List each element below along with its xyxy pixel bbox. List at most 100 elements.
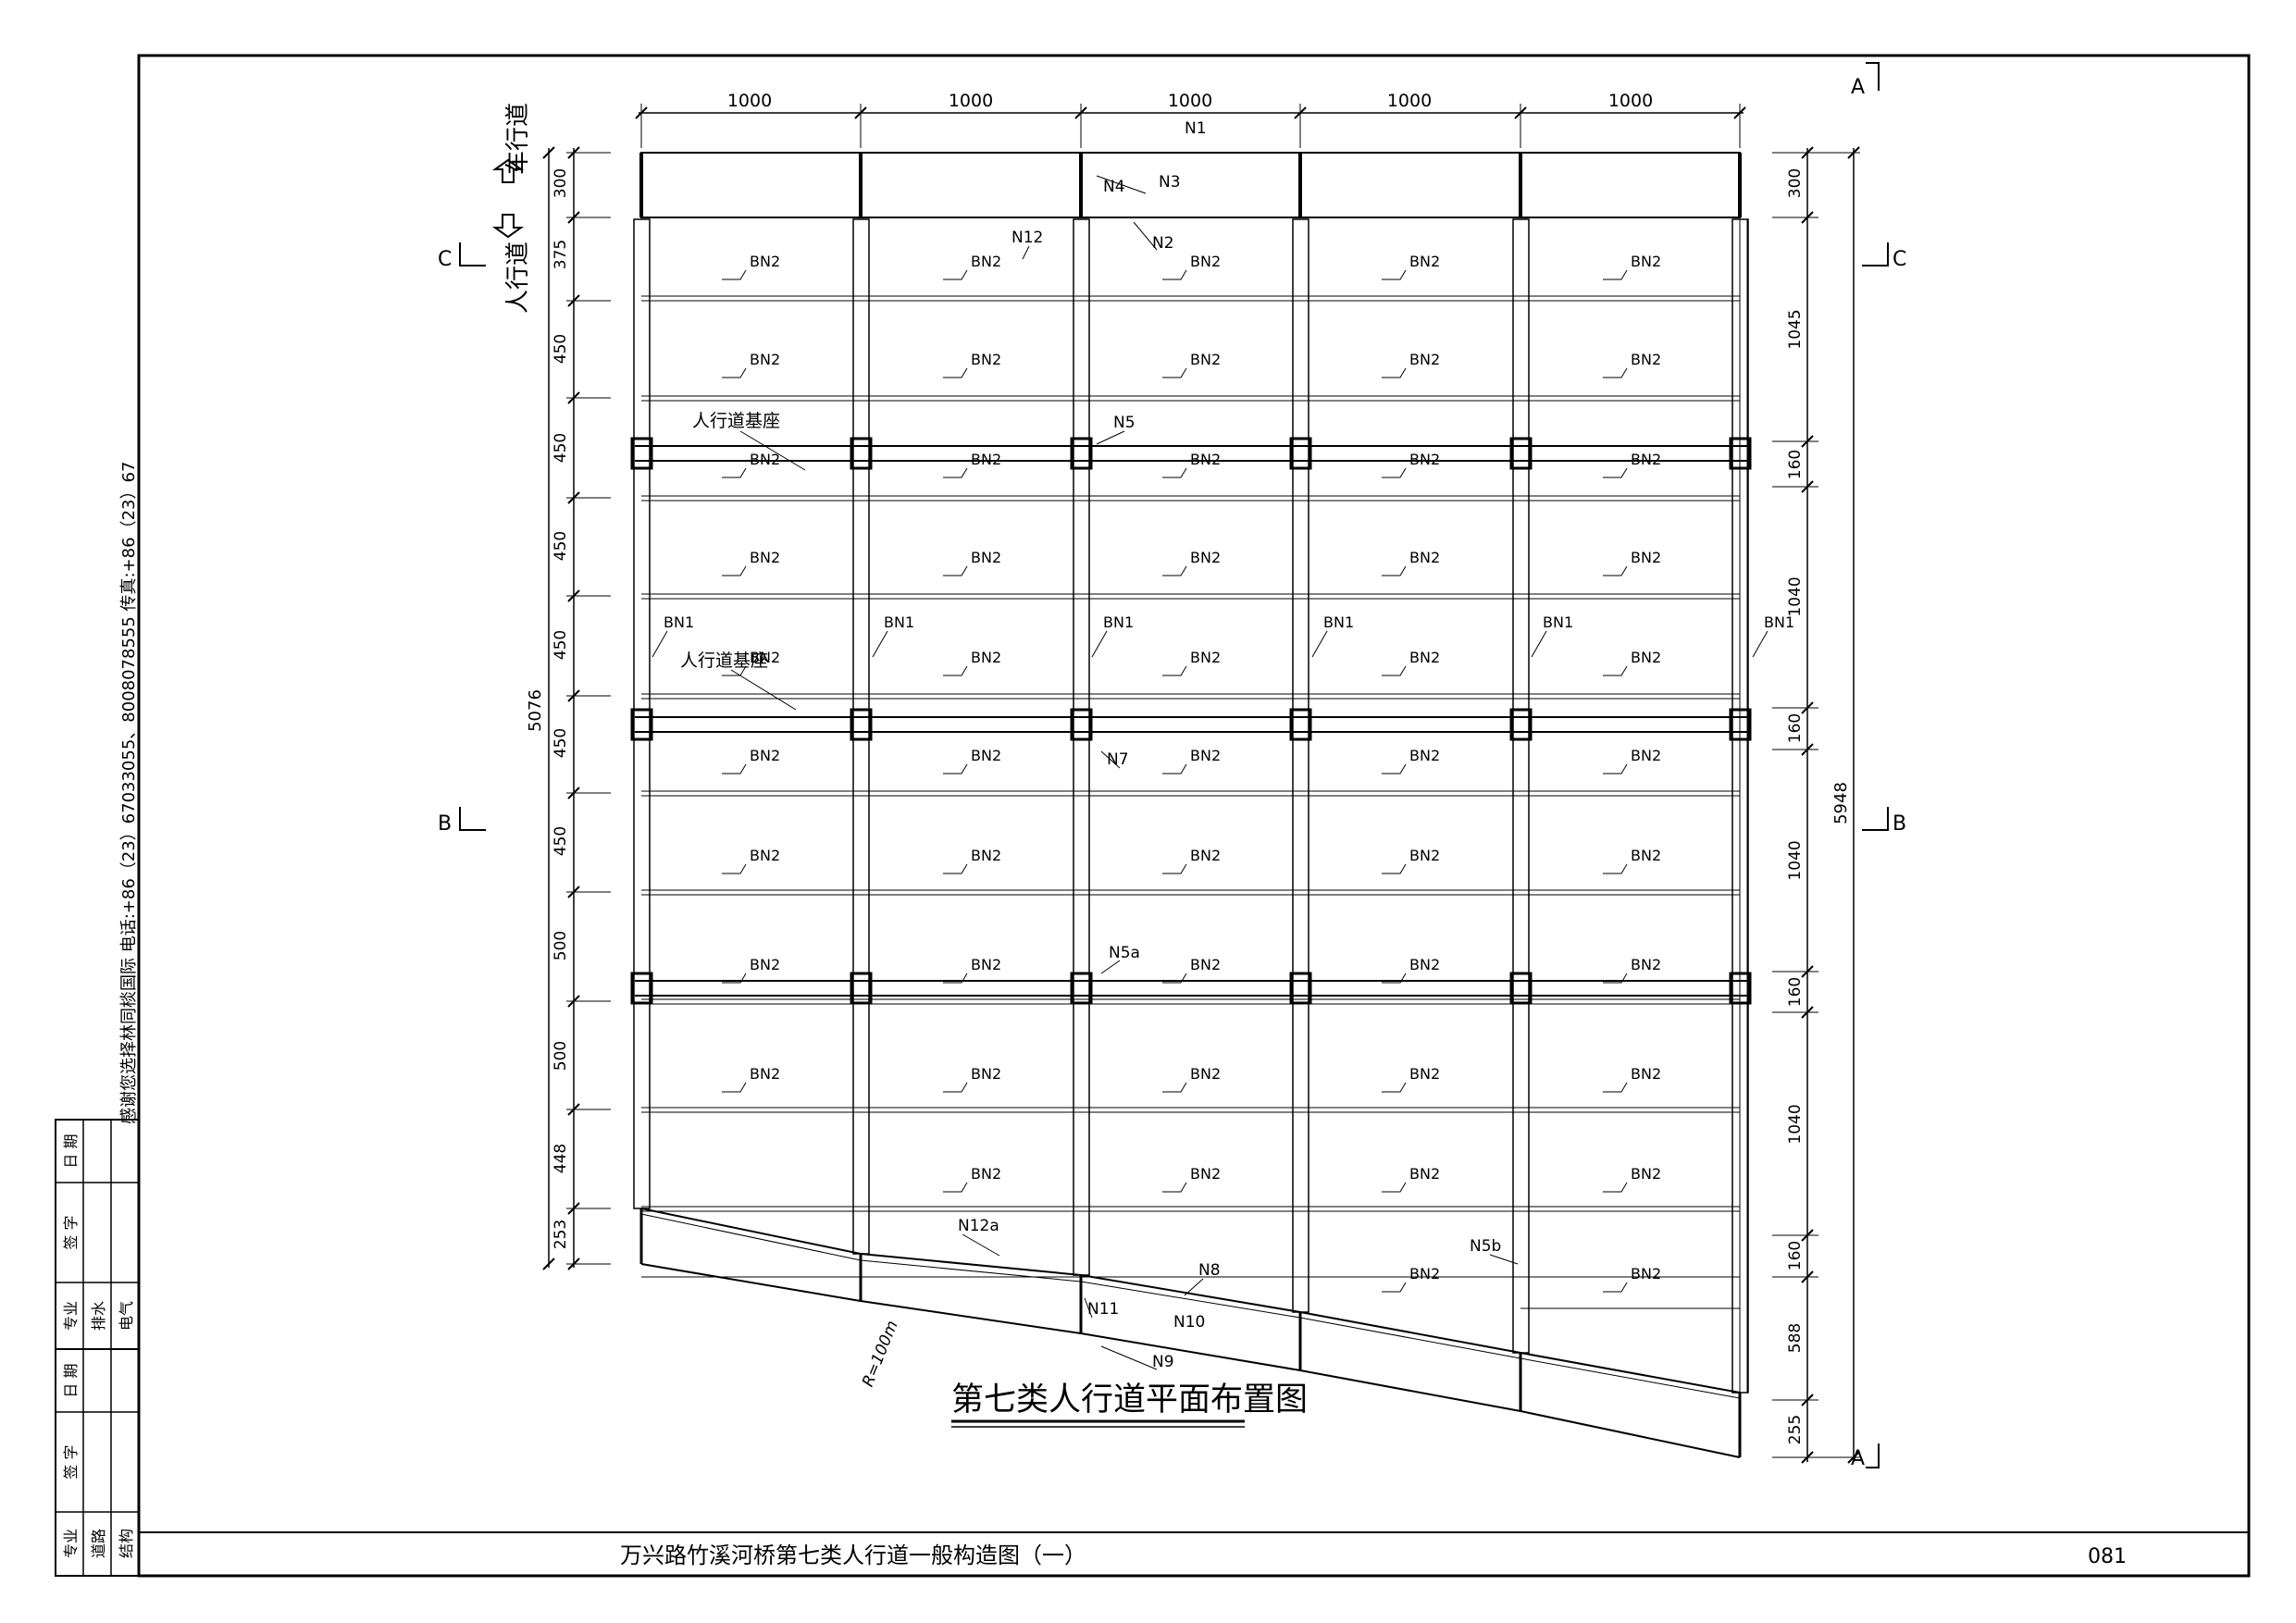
dim-tick [1801,146,1814,159]
signature-table [55,1119,140,1577]
slab-label-bn2: BN2 [971,649,1001,666]
dim-tick [567,146,580,159]
right-dim-total: 5948 [1831,782,1851,824]
member-leader [962,1233,1000,1257]
dim-tick [567,689,580,702]
slab-label-leader [722,565,747,576]
label-n5b: N5b [1470,1237,1501,1256]
top-band [640,152,1741,218]
sign-col5: 签 字 [62,1215,80,1249]
dim-tick [567,211,580,224]
section-mark-b-left: B [438,807,486,836]
slab-label-leader [943,467,968,478]
dim-tick [1801,701,1814,714]
beam-label-leader [1091,630,1108,658]
dim-tick [567,1258,580,1270]
right-dim-11: 255 [1786,1415,1805,1444]
right-dim-6: 1040 [1786,840,1805,880]
diaphragm-block [850,708,873,741]
label-n4: N4 [1103,178,1125,196]
right-dim-8: 1040 [1786,1104,1805,1144]
slab-label-bn2: BN2 [750,1065,780,1083]
slab-label-leader [1382,665,1407,676]
drawing-number: 081 [2088,1545,2127,1568]
sign-col1-c: 结构 [118,1529,135,1558]
beam-label-bn1: BN1 [664,613,694,631]
sign-col3: 日 期 [62,1363,80,1397]
slab-label-leader [943,367,968,378]
diaphragm-block [1509,708,1533,741]
svg-text:C: C [438,248,452,271]
slab-label-bn2: BN2 [1409,847,1440,864]
slab-label-bn2: BN2 [1409,649,1440,666]
slab-label-bn2: BN2 [1631,1065,1661,1083]
beam-label-bn1: BN1 [1543,613,1573,631]
slab-label-bn2: BN2 [971,253,1001,270]
dim-tick [1801,1006,1814,1019]
left-dim-2: 375 [552,240,570,269]
member-leader [1184,1278,1204,1296]
slab-label-leader [1162,467,1187,478]
slab-label-leader [943,763,968,774]
slab-label-bn2: BN2 [971,747,1001,764]
slab-label-bn2: BN2 [971,956,1001,973]
member-leader [1096,175,1147,194]
slab-label-leader [1382,1282,1407,1293]
slab-label-leader [1162,973,1187,984]
beam-label-bn1: BN1 [1323,613,1354,631]
sidewalk-base-label-2: 人行道基座 [680,650,768,671]
dim-tick [1733,106,1746,119]
slab-label-bn2: BN2 [1631,747,1661,764]
section-mark-b-right: B [1862,807,1906,836]
slab-label-bn2: BN2 [971,847,1001,864]
diaphragm-block [1070,972,1093,1005]
beam-label-bn1: BN1 [1764,613,1794,631]
longitudinal-beam [1073,218,1090,1276]
slab-label-leader [1382,763,1407,774]
member-leader [1096,430,1125,445]
slab-label-bn2: BN2 [971,351,1001,368]
slab-label-leader [722,269,747,280]
slab-label-bn2: BN2 [1631,451,1661,468]
member-leader [1084,1297,1093,1319]
slab-label-leader [1603,863,1628,874]
beam-label-leader [1311,630,1328,658]
slab-label-leader [1382,367,1407,378]
slab-label-bn2: BN2 [1409,549,1440,566]
slab-label-bn2: BN2 [1409,747,1440,764]
diaphragm-block [1070,708,1093,741]
label-n11: N11 [1087,1300,1119,1319]
member-leader [1489,1254,1519,1265]
left-dim-4: 450 [552,433,570,463]
dim-tick [1801,1451,1814,1464]
slab-label-leader [943,1182,968,1193]
svg-text:B: B [1893,812,1906,836]
left-dim-10: 500 [552,1041,570,1071]
diaphragm-block [1070,437,1093,470]
svg-text:A: A [1851,76,1865,99]
drawing-frame [137,54,2251,1578]
diaphragm-block [1509,437,1533,470]
left-dim-total: 5076 [526,689,545,732]
longitudinal-beam [1292,218,1309,1313]
member-leader [1100,960,1121,974]
slab-label-leader [1162,269,1187,280]
base-leader [739,430,806,471]
slab-label-bn2: BN2 [1631,1165,1661,1183]
slab-label-bn2: BN2 [1631,956,1661,973]
svg-text:C: C [1893,248,1906,271]
sign-col6: 日 期 [62,1134,80,1168]
slab-label-leader [943,269,968,280]
section-mark-c-right: C [1862,242,1906,271]
top-dim-3: 1000 [1168,91,1212,111]
dim-tick [1801,435,1814,448]
diaphragm-block [1289,708,1312,741]
slab-label-leader [1382,973,1407,984]
slab-label-leader [1603,467,1628,478]
slab-label-bn2: BN2 [1631,1265,1661,1282]
label-n3: N3 [1159,173,1181,192]
label-n12: N12 [1011,229,1043,247]
dimension-lines [542,104,1860,1464]
slab-label-leader [1603,1082,1628,1093]
diaphragm-block [1729,437,1752,470]
